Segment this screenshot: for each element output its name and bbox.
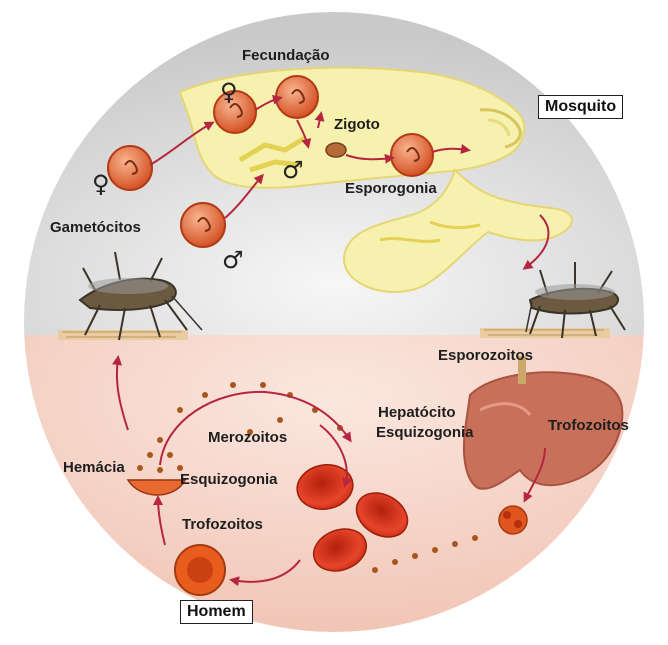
label-esquizogonia-liver: Esquizogonia xyxy=(376,425,474,442)
label-trofozoitos-liver: Trofozoitos xyxy=(548,418,629,435)
label-gametocitos: Gametócitos xyxy=(50,220,141,237)
male-symbol-icon: ♂ xyxy=(222,248,244,272)
label-esporozoitos: Esporozoitos xyxy=(438,348,533,365)
label-hemacia: Hemácia xyxy=(63,460,125,477)
human-host-box: Homem xyxy=(180,600,253,624)
label-fecundacao: Fecundação xyxy=(242,48,330,65)
label-esquizogonia-blood: Esquizogonia xyxy=(180,472,278,489)
male-symbol-icon: ♂ xyxy=(282,158,304,182)
label-trofozoitos-blood: Trofozoitos xyxy=(182,517,263,534)
skin-right xyxy=(480,328,610,338)
female-symbol-icon: ♀ xyxy=(220,80,238,104)
skin-left xyxy=(58,330,188,340)
label-hepatocito: Hepatócito xyxy=(378,405,456,422)
mosquito-host-box: Mosquito xyxy=(538,95,623,119)
label-esporogonia: Esporogonia xyxy=(345,181,437,198)
female-symbol-icon: ♀ xyxy=(92,172,110,196)
label-merozoitos: Merozoitos xyxy=(208,430,287,447)
label-zigoto: Zigoto xyxy=(334,117,380,134)
